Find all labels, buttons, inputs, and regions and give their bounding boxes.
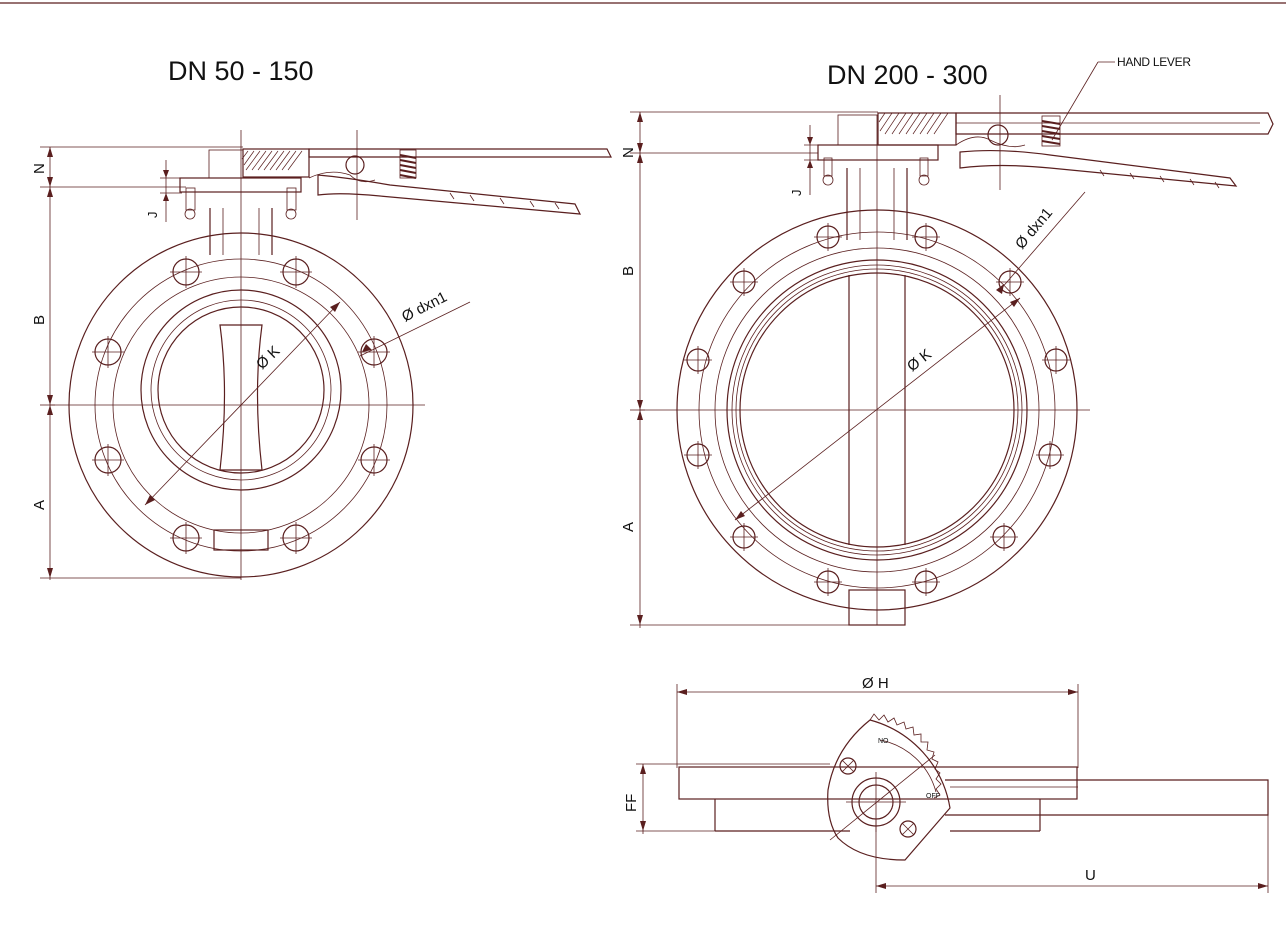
large-outer-flange <box>676 209 1078 611</box>
small-n-label: N <box>31 163 48 174</box>
small-seat-ring <box>150 299 332 481</box>
hand-lever-leader <box>1051 61 1099 141</box>
large-bolt-label: Ø dxn1 <box>1012 205 1056 253</box>
large-lever-pivot <box>987 124 1009 146</box>
screw-top <box>839 757 857 775</box>
large-bolt-leader <box>999 191 1086 291</box>
small-flange-ring <box>94 258 388 552</box>
large-a-label: A <box>620 522 637 532</box>
large-b-label: B <box>620 266 637 276</box>
small-hand-lever-bar <box>308 148 612 158</box>
large-k-label: Ø K <box>904 346 935 375</box>
small-k-dimension-line <box>144 301 341 506</box>
u-label: U <box>1085 867 1096 884</box>
small-lever-pivot <box>345 155 365 175</box>
top-view-flange-plate <box>678 766 1078 800</box>
large-valve-front-view: Ø K Ø dxn1 HAND LEVER <box>620 55 1274 628</box>
small-bottom-lug <box>213 529 269 551</box>
screw-bottom <box>899 820 917 838</box>
small-j-label: J <box>145 212 160 219</box>
small-bolt-label: Ø dxn1 <box>399 288 450 325</box>
small-valve-front-view: Ø K Ø dxn1 <box>31 130 612 580</box>
small-b-label: B <box>31 315 48 325</box>
small-flange-inner-ring <box>112 276 370 534</box>
top-view-lever-handle <box>945 779 1269 816</box>
small-lower-lever <box>317 174 582 215</box>
svg-text:OFF: OFF <box>926 793 940 800</box>
large-k-dimension-line <box>734 297 1021 521</box>
hand-lever-label: HAND LEVER <box>1117 55 1191 69</box>
large-bolt-holes <box>684 223 1070 596</box>
lever-top-view: Ø H NO OFF FF <box>623 675 1269 893</box>
small-disc <box>219 324 263 471</box>
large-bore <box>739 272 1015 548</box>
large-hand-lever-bar <box>955 112 1274 135</box>
title-dn-200-300: DN 200 - 300 <box>827 60 988 90</box>
large-n-label: N <box>620 147 637 158</box>
small-outer-flange <box>68 232 414 578</box>
small-bolt-leader <box>359 301 471 357</box>
large-j-label: J <box>789 190 804 197</box>
small-bore <box>157 306 325 474</box>
notch-plate <box>827 719 951 861</box>
large-flange-ring <box>698 231 1056 589</box>
notch-teeth <box>869 713 942 799</box>
small-bolt-holes <box>92 256 390 554</box>
h-label: Ø H <box>862 675 889 692</box>
svg-text:NO: NO <box>878 738 889 745</box>
large-lower-lever <box>959 149 1238 187</box>
small-a-label: A <box>31 500 48 510</box>
small-spring <box>399 149 417 179</box>
small-top-flange <box>179 177 302 193</box>
title-dn-50-150: DN 50 - 150 <box>168 56 314 86</box>
ff-label: FF <box>623 794 640 812</box>
small-body-ring <box>140 289 342 491</box>
large-body-ring <box>726 259 1028 561</box>
